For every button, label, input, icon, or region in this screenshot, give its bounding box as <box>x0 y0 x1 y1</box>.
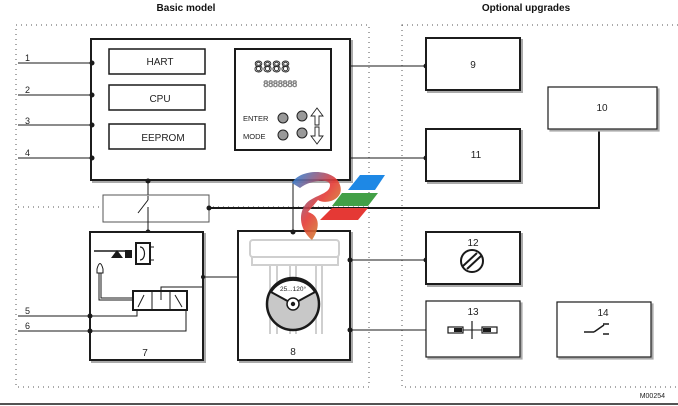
block-8-label: 8 <box>290 347 296 358</box>
module-cpu-label: CPU <box>149 94 170 105</box>
display-panel: 8888 8888888 ENTER MODE <box>234 48 332 151</box>
module-cpu: CPU <box>108 84 206 111</box>
sensor-icon <box>447 321 498 339</box>
terminal-4: 4 <box>25 148 30 158</box>
watermark-logo <box>292 171 385 240</box>
block-13: 13 <box>425 300 521 358</box>
module-hart: HART <box>108 48 206 75</box>
block-12-label: 12 <box>467 238 479 249</box>
up-arrow-icon <box>310 107 324 126</box>
optional-upgrades-group <box>401 24 678 388</box>
header-optional-upgrades: Optional upgrades <box>482 3 571 14</box>
terminal-3: 3 <box>25 116 30 126</box>
block-13-label: 13 <box>467 307 479 318</box>
block-14: 14 <box>556 301 652 358</box>
mode-button[interactable] <box>277 129 289 141</box>
gauge-range-label: 25...120° <box>280 285 306 293</box>
switch-contact-icon <box>584 323 609 335</box>
screw-icon <box>460 249 484 273</box>
block-9-label: 9 <box>470 60 476 71</box>
enter-label: ENTER <box>243 114 269 123</box>
block-7-label: 7 <box>142 348 148 359</box>
switch-icon <box>137 199 149 214</box>
block-8: 25...120° 8 <box>237 230 351 361</box>
figure-id: M00254 <box>640 393 665 400</box>
terminal-5: 5 <box>25 306 30 316</box>
mode-label: MODE <box>243 132 266 141</box>
block-12: 12 <box>425 231 521 285</box>
display-segments: 8888888 <box>263 80 297 90</box>
terminal-wire-5 <box>18 310 138 317</box>
block-7: 7 <box>89 231 204 361</box>
block-14-label: 14 <box>597 308 609 319</box>
module-eeprom-label: EEPROM <box>141 133 184 144</box>
block-11: 11 <box>425 128 521 182</box>
block-9: 9 <box>425 37 521 91</box>
module-hart-label: HART <box>146 57 173 68</box>
terminal-6: 6 <box>25 321 30 331</box>
display-digits: 8888 <box>254 58 290 76</box>
header-basic-model: Basic model <box>157 3 216 14</box>
terminal-1: 1 <box>25 53 30 63</box>
down-button[interactable] <box>296 127 308 139</box>
block-10: 10 <box>547 86 658 130</box>
down-arrow-icon <box>310 126 324 145</box>
block-11-label: 11 <box>471 150 482 161</box>
terminal-wires-top <box>18 62 92 159</box>
terminal-2: 2 <box>25 85 30 95</box>
terminal-wire-6 <box>18 310 187 332</box>
enter-button[interactable] <box>277 112 289 124</box>
up-button[interactable] <box>296 110 308 122</box>
switch-box <box>102 194 210 223</box>
block-10-label: 10 <box>596 103 608 114</box>
module-eeprom: EEPROM <box>108 123 206 150</box>
